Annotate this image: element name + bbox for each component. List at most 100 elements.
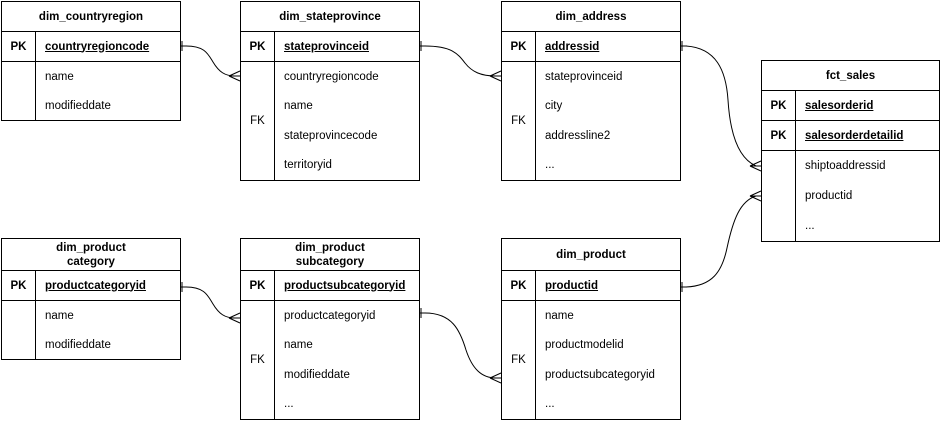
primary-key-field[interactable]: productid	[545, 279, 599, 292]
crows-foot-prong	[749, 190, 762, 197]
entity-title: fct_sales	[762, 61, 939, 91]
field[interactable]: name	[545, 309, 574, 322]
field-column: salesorderid	[796, 91, 939, 120]
field-group: FK productcategoryid name modifieddate...	[241, 301, 419, 419]
field[interactable]: ...	[284, 398, 294, 411]
crows-foot-prong	[228, 317, 241, 324]
entity-field-list: PK productcategoryid name modifieddate	[2, 271, 180, 359]
key-label-pk: PK	[241, 32, 275, 61]
field[interactable]: ...	[545, 398, 555, 411]
field-column: shiptoaddressid productid...	[796, 151, 939, 241]
field[interactable]: ...	[805, 220, 815, 232]
crows-foot-prong	[489, 70, 502, 77]
crows-foot-prong	[228, 312, 241, 319]
key-label-none	[762, 151, 796, 241]
field-column: name productmodelid productsubcategoryid..…	[536, 301, 680, 419]
key-label-fk: FK	[502, 62, 536, 180]
primary-key-field[interactable]: countryregioncode	[45, 40, 150, 53]
field[interactable]: productcategoryid	[284, 309, 376, 322]
field[interactable]: modifieddate	[284, 368, 350, 381]
relationship-line	[185, 45, 236, 77]
field[interactable]: ...	[545, 159, 555, 172]
relationship-address-to-fctsales[interactable]	[677, 41, 762, 172]
relationship-line	[685, 45, 757, 167]
field-group: PK stateprovinceid	[241, 32, 419, 62]
crows-foot-prong	[749, 195, 762, 202]
entity-title: dim_stateprovince	[241, 2, 419, 32]
field[interactable]: shiptoaddressid	[805, 160, 886, 172]
field-group: name modifieddate	[2, 62, 180, 121]
key-label-pk: PK	[502, 271, 536, 300]
field[interactable]: name	[45, 70, 74, 83]
entity-title: dim_product category	[2, 239, 180, 271]
crows-foot-prong	[489, 372, 502, 379]
field[interactable]: productmodelid	[545, 339, 624, 352]
relationship-productsubcategory-to-product[interactable]	[416, 308, 502, 384]
field[interactable]: stateprovincecode	[284, 129, 378, 142]
key-label-pk: PK	[762, 121, 796, 150]
field-column: stateprovinceid	[275, 32, 419, 61]
field[interactable]: name	[284, 339, 313, 352]
field-column: productsubcategoryid	[275, 271, 419, 300]
primary-key-field[interactable]: salesorderid	[805, 99, 874, 112]
field-column: addressid	[536, 32, 680, 61]
crows-foot-prong	[228, 70, 241, 77]
field-group: PK productsubcategoryid	[241, 271, 419, 301]
key-label-fk: FK	[241, 301, 275, 419]
relationship-productcategory-to-subcategory[interactable]	[177, 282, 241, 324]
relationship-line	[185, 286, 236, 319]
key-label-pk: PK	[241, 271, 275, 300]
field[interactable]: countryregioncode	[284, 70, 379, 83]
field[interactable]: territoryid	[284, 159, 332, 172]
crows-foot-prong	[749, 160, 762, 167]
field-group: PK addressid	[502, 32, 680, 62]
field[interactable]: modifieddate	[45, 338, 111, 351]
relationship-product-to-fctsales[interactable]	[677, 190, 762, 292]
key-label-pk: PK	[502, 32, 536, 61]
primary-key-field[interactable]: productsubcategoryid	[284, 279, 406, 292]
field-column: stateprovinceid city addressline2...	[536, 62, 680, 180]
field[interactable]: stateprovinceid	[545, 70, 623, 83]
primary-key-field[interactable]: salesorderdetailid	[805, 129, 904, 142]
key-label-pk: PK	[2, 271, 36, 300]
crows-foot-prong	[228, 75, 241, 82]
primary-key-field[interactable]: productcategoryid	[45, 279, 146, 292]
key-label-none	[2, 62, 36, 121]
relationship-line	[685, 195, 757, 288]
key-label-none	[2, 301, 36, 359]
field[interactable]: city	[545, 100, 563, 113]
field-column: salesorderdetailid	[796, 121, 939, 150]
field[interactable]: productsubcategoryid	[545, 368, 655, 381]
entity-title: dim_address	[502, 2, 680, 32]
field[interactable]: name	[284, 100, 313, 113]
field[interactable]: productid	[805, 190, 853, 202]
field-group: PK productid	[502, 271, 680, 301]
field-column: countryregioncode	[36, 32, 180, 61]
field-group: PK salesorderdetailid	[762, 121, 939, 151]
entity-title: dim_product subcategory	[241, 239, 419, 271]
field[interactable]: modifieddate	[45, 100, 111, 113]
field-column: productcategoryid	[36, 271, 180, 300]
field[interactable]: name	[45, 309, 74, 322]
relationship-stateprovince-to-address[interactable]	[416, 41, 502, 82]
primary-key-field[interactable]: stateprovinceid	[284, 40, 369, 53]
field-group: FK stateprovinceid city addressline2...	[502, 62, 680, 180]
relationship-countryregion-to-stateprovince[interactable]	[177, 41, 241, 82]
relationship-line	[424, 45, 497, 77]
primary-key-field[interactable]: addressid	[545, 40, 600, 53]
field[interactable]: addressline2	[545, 129, 611, 142]
